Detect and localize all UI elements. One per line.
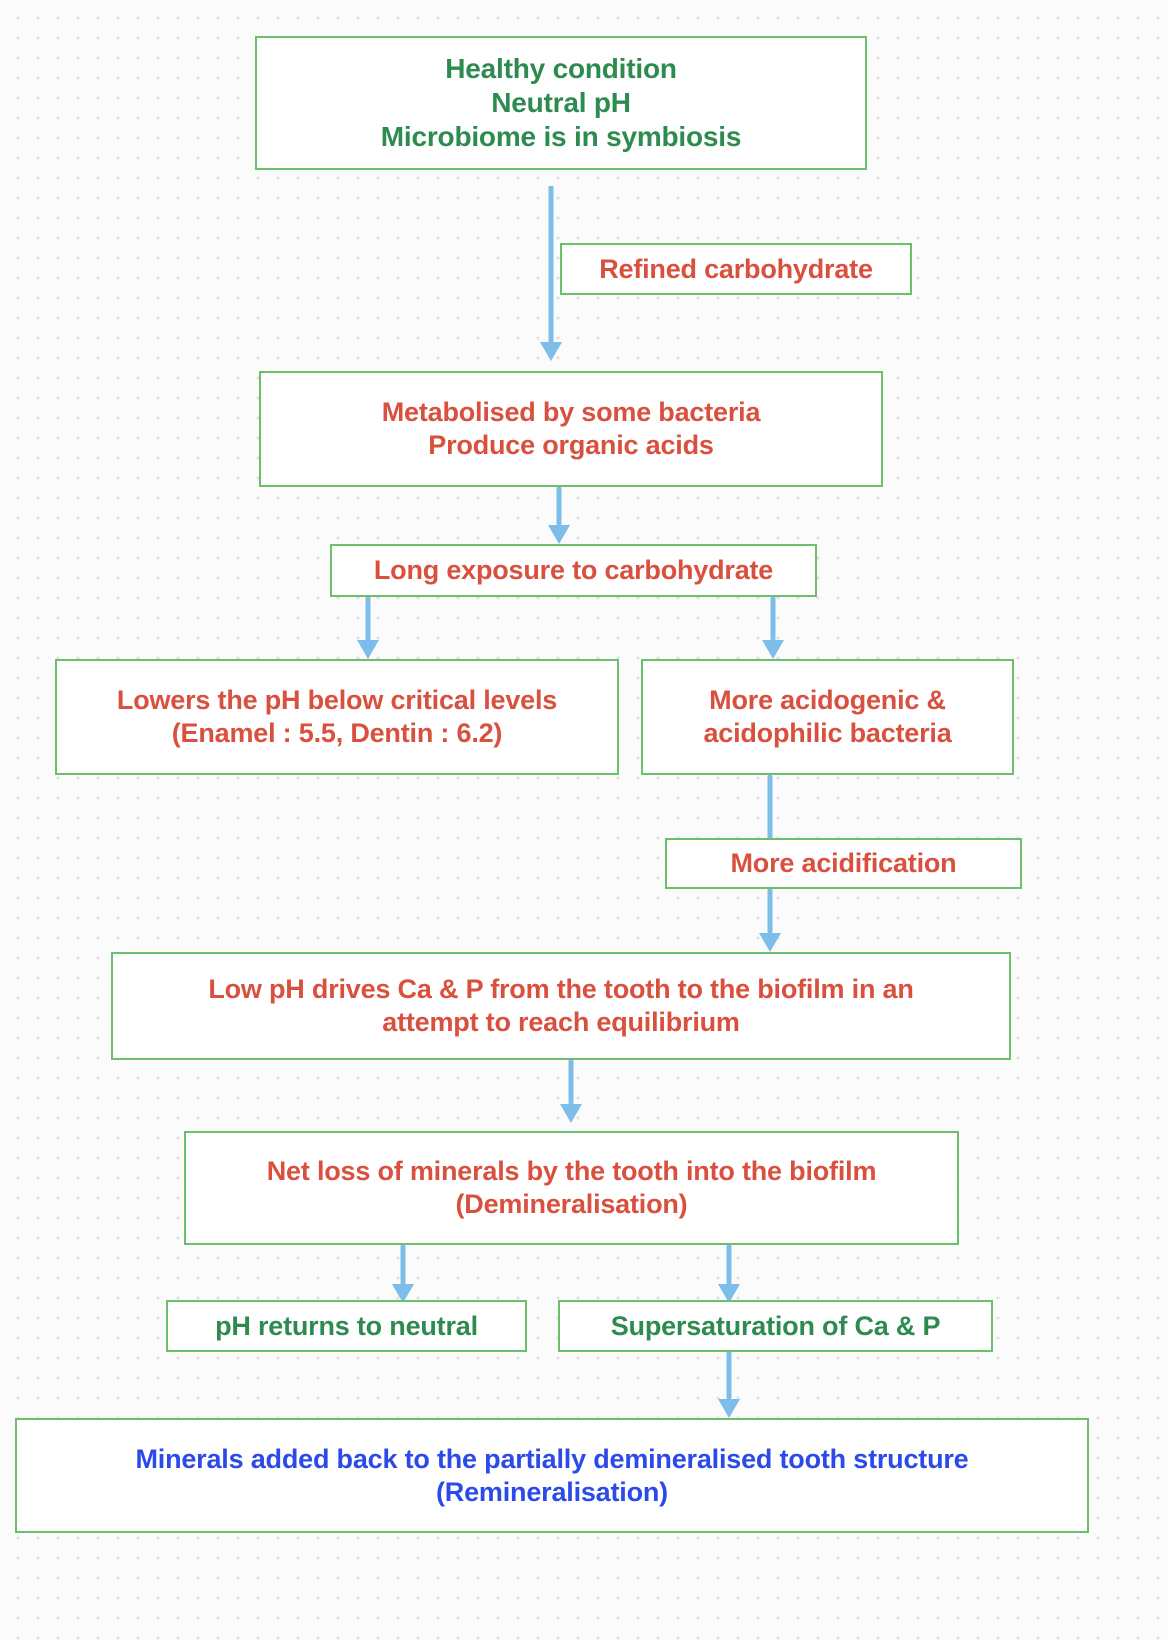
node-low-ph-drives-ca-p-label: Low pH drives Ca & P from the tooth to t… <box>208 974 914 1037</box>
node-ph-returns-to-neutral-label: pH returns to neutral <box>215 1310 478 1341</box>
connector-net-loss-to-supersaturation <box>716 1245 742 1303</box>
node-more-acidogenic-bacteria[interactable]: More acidogenic & acidophilic bacteria <box>641 659 1014 775</box>
connector-long-exposure-to-lowers-ph <box>355 597 381 659</box>
connector-metabolised-to-long-exposure <box>546 487 572 544</box>
node-net-loss-of-minerals-label: Net loss of minerals by the tooth into t… <box>266 1156 877 1219</box>
node-more-acidogenic-bacteria-label: More acidogenic & acidophilic bacteria <box>703 685 952 748</box>
connector-healthy-to-metabolised <box>538 186 564 361</box>
node-healthy-condition[interactable]: Healthy condition Neutral pH Microbiome … <box>255 36 867 170</box>
connector-supersaturation-to-minerals-added <box>716 1352 742 1418</box>
node-refined-carbohydrate[interactable]: Refined carbohydrate <box>560 243 912 295</box>
node-minerals-added-back-label: Minerals added back to the partially dem… <box>135 1443 969 1507</box>
node-refined-carbohydrate-label: Refined carbohydrate <box>599 253 873 284</box>
node-supersaturation-of-ca-p-label: Supersaturation of Ca & P <box>610 1310 941 1341</box>
connector-net-loss-to-ph-returns <box>390 1245 416 1303</box>
node-metabolised-by-bacteria[interactable]: Metabolised by some bacteria Produce org… <box>259 371 883 487</box>
node-lowers-ph-below-critical-label: Lowers the pH below critical levels (Ena… <box>116 685 558 748</box>
node-minerals-added-back[interactable]: Minerals added back to the partially dem… <box>15 1418 1089 1533</box>
node-ph-returns-to-neutral[interactable]: pH returns to neutral <box>166 1300 527 1352</box>
connector-long-exposure-to-more-acidogenic <box>760 597 786 659</box>
node-lowers-ph-below-critical[interactable]: Lowers the pH below critical levels (Ena… <box>55 659 619 775</box>
node-long-exposure-to-carbohydrate-label: Long exposure to carbohydrate <box>373 555 774 586</box>
node-metabolised-by-bacteria-label: Metabolised by some bacteria Produce org… <box>381 397 761 460</box>
node-healthy-condition-label: Healthy condition Neutral pH Microbiome … <box>380 52 742 153</box>
node-net-loss-of-minerals[interactable]: Net loss of minerals by the tooth into t… <box>184 1131 959 1245</box>
node-long-exposure-to-carbohydrate[interactable]: Long exposure to carbohydrate <box>330 544 817 597</box>
node-supersaturation-of-ca-p[interactable]: Supersaturation of Ca & P <box>558 1300 993 1352</box>
node-more-acidification[interactable]: More acidification <box>665 838 1022 889</box>
node-more-acidification-label: More acidification <box>730 848 957 879</box>
node-low-ph-drives-ca-p[interactable]: Low pH drives Ca & P from the tooth to t… <box>111 952 1011 1060</box>
connector-low-ph-to-net-loss <box>558 1060 584 1123</box>
